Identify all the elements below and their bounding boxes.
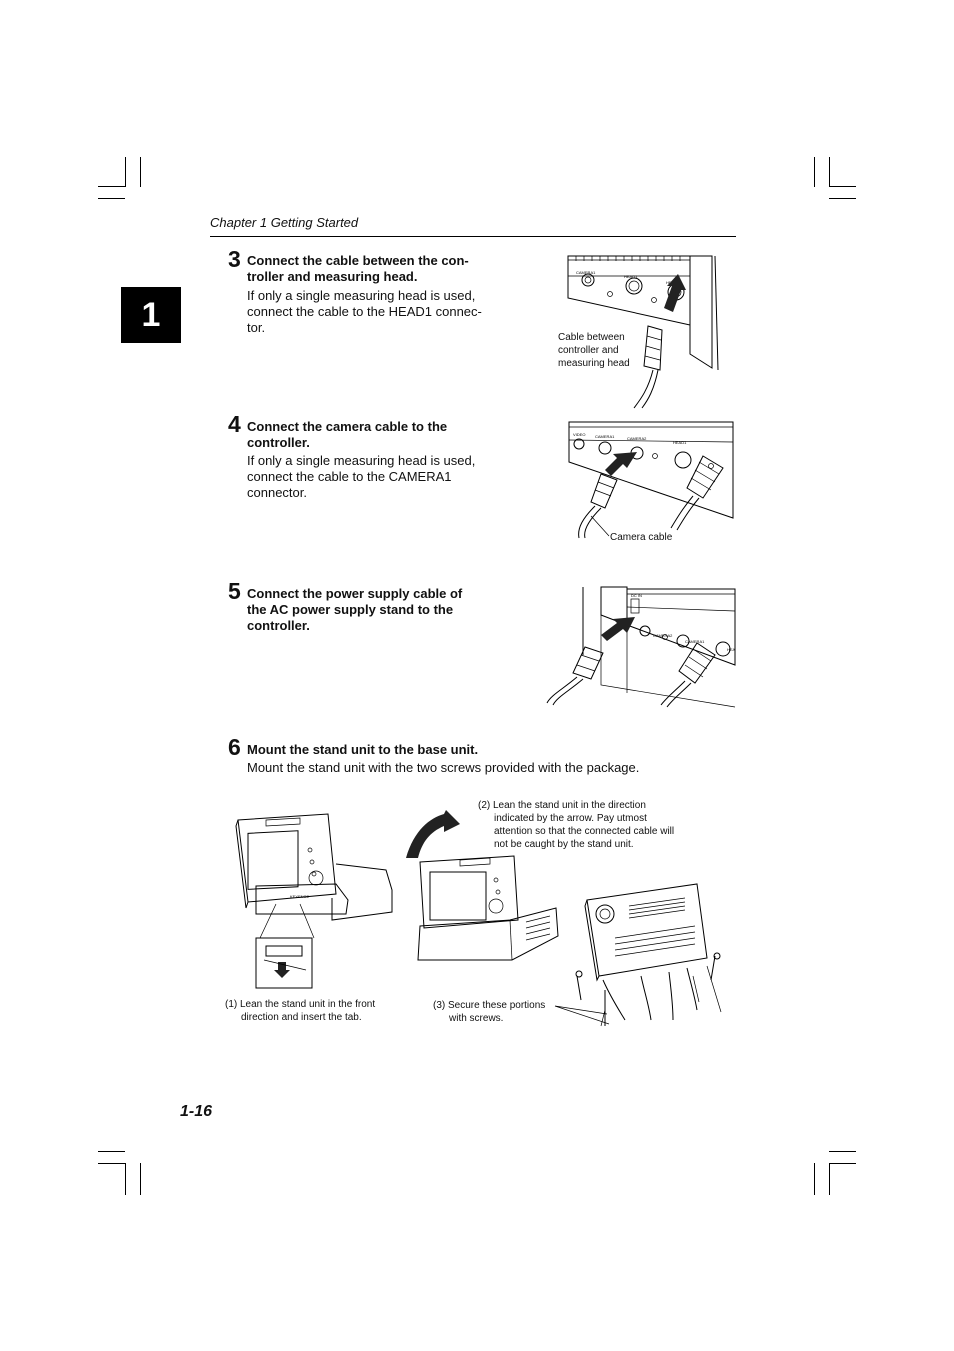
caption-line: indicated by the arrow. Pay utmost — [494, 813, 647, 824]
caption-line: (3) Secure these portions — [433, 1000, 546, 1011]
screw-leader-lines — [554, 1005, 610, 1025]
caption-line: direction and insert the tab. — [241, 1012, 362, 1023]
step-3-body-line: connect the cable to the HEAD1 connec- — [247, 304, 482, 319]
power-cable-illustration: DC IN CAMERA2 CAMERA1 HEA — [546, 586, 736, 708]
brand-label: KEYENCE — [290, 894, 309, 899]
step-3-title-line: troller and measuring head. — [247, 269, 418, 284]
step-4-body-line: If only a single measuring head is used, — [247, 453, 476, 468]
step-6-title-line: Mount the stand unit to the base unit. — [247, 742, 479, 757]
caption-line: (1) Lean the stand unit in the front — [225, 999, 376, 1010]
step-5-text: Connect the power supply cable of the AC… — [247, 586, 497, 634]
chapter-header: Chapter 1 Getting Started — [210, 215, 359, 230]
step-3-number: 3 — [228, 246, 241, 272]
panel-label: CAMERA1 — [595, 434, 615, 439]
panel-label: CAMERA2 — [653, 633, 673, 638]
callout-line: Cable between — [558, 332, 625, 343]
step-6-text: Mount the stand unit to the base unit. M… — [247, 742, 727, 776]
caption-line: with screws. — [449, 1013, 504, 1024]
step-4-body-line: connector. — [247, 485, 307, 500]
step-3-title-line: Connect the cable between the con- — [247, 253, 469, 268]
header-rule — [210, 236, 736, 237]
panel-label: CAMERA2 — [627, 436, 647, 441]
step-5-number: 5 — [228, 578, 241, 604]
step-3-text: Connect the cable between the con- troll… — [247, 253, 497, 336]
mount-caption-1: (1) Lean the stand unit in the front dir… — [225, 998, 395, 1024]
step-4-text: Connect the camera cable to the controll… — [247, 419, 497, 501]
head-cable-callout: Cable between controller and measuring h… — [558, 331, 648, 370]
step-5-title-line: controller. — [247, 618, 310, 633]
chapter-tab: 1 — [121, 287, 181, 343]
screw-secure-illustration — [575, 883, 722, 1027]
panel-label: CAMERA1 — [685, 639, 705, 644]
camera-cable-illustration: VIDEO CAMERA1 CAMERA2 HEAD1 — [568, 421, 734, 539]
caption-line: attention so that the connected cable wi… — [494, 826, 675, 837]
step-6-body-line: Mount the stand unit with the two screws… — [247, 760, 640, 775]
step-3-body-line: tor. — [247, 320, 266, 335]
panel-label: HEAD1 — [673, 440, 687, 445]
camera-cable-callout: Camera cable — [610, 532, 673, 543]
stand-insert-illustration: KEYENCE — [235, 813, 393, 989]
panel-label: DC IN — [631, 593, 642, 598]
callout-line: measuring head — [558, 358, 630, 369]
step-4-title-line: controller. — [247, 435, 310, 450]
stand-lean-illustration — [406, 810, 559, 961]
step-3-body-line: If only a single measuring head is used, — [247, 288, 476, 303]
step-6-number: 6 — [228, 734, 241, 760]
step-4-number: 4 — [228, 411, 241, 437]
step-4-title-line: Connect the camera cable to the — [247, 419, 448, 434]
step-4-body-line: connect the cable to the CAMERA1 — [247, 469, 452, 484]
caption-line: (2) Lean the stand unit in the direction — [478, 800, 646, 811]
panel-label: CAMERA1 — [576, 270, 596, 275]
panel-label: HEAD1 — [624, 274, 638, 279]
mount-caption-3: (3) Secure these portions with screws. — [433, 999, 563, 1025]
panel-label: VIDEO — [573, 432, 585, 437]
step-5-title-line: Connect the power supply cable of — [247, 586, 463, 601]
mount-caption-2: (2) Lean the stand unit in the direction… — [478, 799, 693, 851]
callout-line: controller and — [558, 345, 619, 356]
caption-line: not be caught by the stand unit. — [494, 839, 634, 850]
step-5-title-line: the AC power supply stand to the — [247, 602, 454, 617]
page-number: 1-16 — [180, 1103, 213, 1120]
panel-label: HEA — [727, 647, 736, 652]
head-cable-illustration: CAMERA1 HEAD1 HEAD2 — [567, 255, 719, 409]
